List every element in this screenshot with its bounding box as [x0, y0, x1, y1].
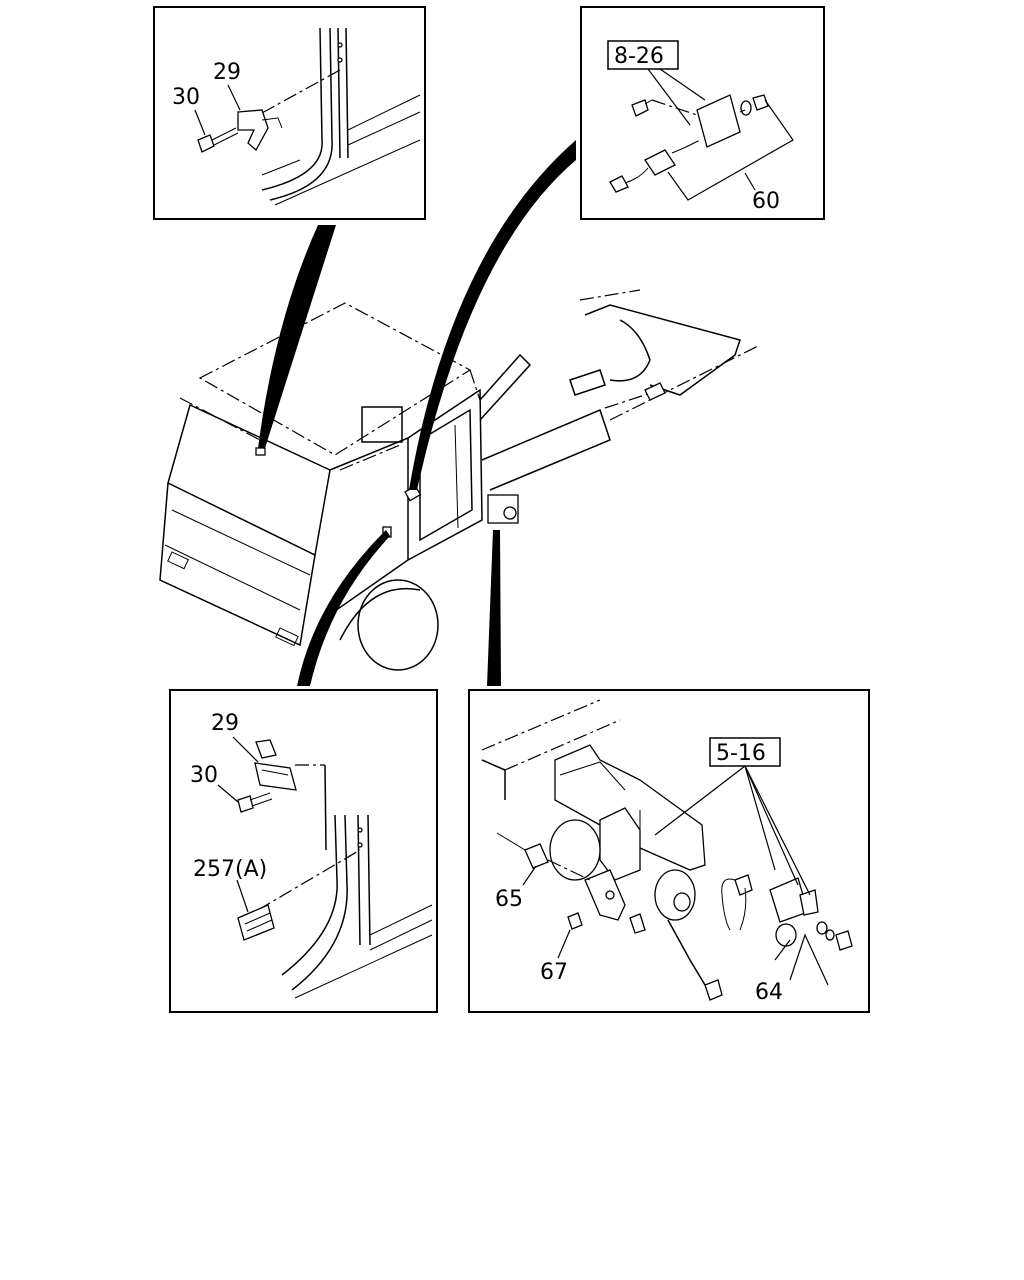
label-64: 64 — [755, 980, 783, 1005]
label-29-bottom: 29 — [211, 711, 239, 736]
label-30-bottom: 30 — [190, 763, 218, 788]
detail-panel-top-right: 8-26 60 — [580, 6, 825, 220]
reference-8-26: 8-26 — [614, 44, 664, 69]
detail-panel-bottom-left: 29 30 257(A) — [169, 689, 438, 1013]
reference-5-16: 5-16 — [716, 741, 766, 766]
band-to-bottom-left — [297, 530, 390, 686]
label-67: 67 — [540, 960, 568, 985]
label-29-top: 29 — [213, 60, 241, 85]
label-30-top: 30 — [172, 85, 200, 110]
label-65: 65 — [495, 887, 523, 912]
band-to-bottom-right — [487, 530, 501, 686]
detail-panel-top-left: 29 30 — [153, 6, 426, 220]
leader-bands — [258, 140, 576, 686]
detail-panel-bottom-right: 5-16 — [468, 689, 870, 1013]
band-to-top-right — [409, 140, 576, 490]
band-to-top-left — [258, 225, 336, 448]
label-257a: 257(A) — [193, 857, 267, 882]
label-60: 60 — [752, 189, 780, 214]
truck-cab-illustration — [159, 289, 761, 671]
